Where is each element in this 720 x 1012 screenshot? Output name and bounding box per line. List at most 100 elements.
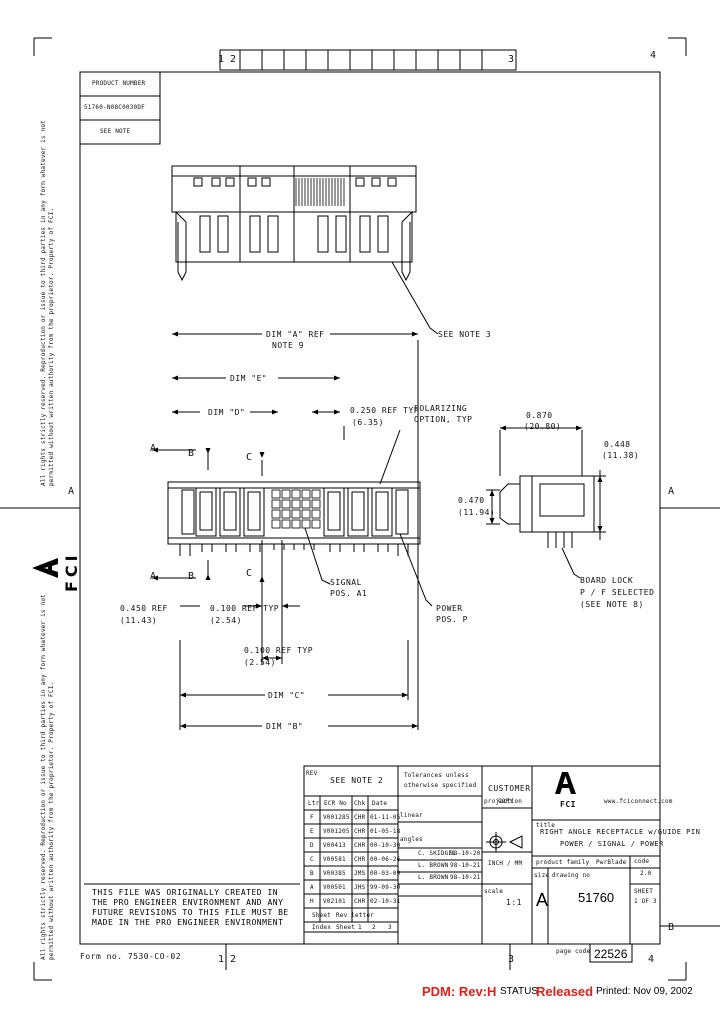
rev-row-ecr: V00385 [323, 870, 346, 877]
rev-n3: 3 [388, 924, 392, 931]
drawing-title-1: RIGHT ANGLE RECEPTACLE w/GUIDE PIN [540, 828, 701, 836]
rev-row-date: 01-11-05 [370, 814, 401, 821]
section-c-bottom: C [246, 568, 253, 579]
title-label: title [536, 822, 556, 829]
zone-top-1: 1 [218, 54, 225, 65]
code-label: code [634, 858, 650, 865]
website: www.fciconnect.com [604, 798, 673, 805]
rev-row-ltr: E [310, 828, 314, 835]
power-label: POWER [436, 604, 463, 613]
tolerance-linear: linear [400, 812, 423, 819]
section-c-top: C [246, 452, 253, 463]
rev-sheet2-label: Sheet [336, 924, 356, 931]
rev-row-chk: CHR [354, 828, 366, 835]
status-value: Released [536, 984, 594, 999]
power-pos: POS. P [436, 615, 468, 624]
zone-top-4: 4 [650, 50, 657, 61]
zone-bottom-3: 3 [508, 954, 515, 965]
code-value: 2.0 [640, 870, 652, 877]
rev-col-date: Date [372, 800, 388, 807]
dim-870-mm: (20.80) [524, 422, 562, 431]
dim-d-label: DIM "D" [208, 408, 246, 417]
tolerance-line2: otherwise specified [404, 782, 477, 789]
zone-top-2: 2 [230, 54, 237, 65]
zone-bottom-1: 1 [218, 954, 225, 965]
dim-100-a-mm: (2.54) [210, 616, 242, 625]
page-code: 22526 [594, 947, 628, 961]
dim-a-note: NOTE 9 [272, 341, 304, 350]
polarizing-option: OPTION, TYP [414, 415, 473, 424]
product-family-label: product family [536, 859, 590, 866]
product-number: 51760-N08C0030DF [84, 104, 145, 111]
dim-b-label: DIM "B" [266, 722, 304, 731]
rev-row-ltr: A [310, 884, 314, 891]
rev-row-ltr: B [310, 870, 314, 877]
rev-row-ecr: V001285 [323, 814, 350, 821]
rev-row-ecr: V00501 [323, 884, 346, 891]
customer-copy: COPY [498, 798, 514, 805]
size-value: A [536, 890, 549, 910]
tolerance-line1: Tolerances unless [404, 772, 469, 779]
dim-450-mm: (11.43) [120, 616, 158, 625]
cad-note: THIS FILE WAS ORIGINALLY CREATED IN THE … [92, 888, 289, 927]
zone-bottom-4: 4 [648, 954, 655, 965]
rev-row-ltr: C [310, 856, 314, 863]
rev-row-chk: CHR [354, 842, 366, 849]
see-note-3: SEE NOTE 3 [438, 330, 492, 339]
rev-row-date: 01-05-18 [370, 828, 401, 835]
scale-value: 1:1 [506, 898, 522, 907]
copyright-note-bottom: All rights strictly reserved. Reproducti… [40, 594, 55, 960]
rev-row-date: 00-03-09 [370, 870, 401, 877]
rev-note: SEE NOTE 2 [330, 776, 384, 785]
product-note: SEE NOTE [100, 128, 131, 135]
drawn-date: 98-10-20 [450, 850, 481, 857]
scale-label: scale [484, 888, 504, 895]
section-a-top: A [150, 443, 157, 454]
pdm-revision: PDM: Rev:H [422, 984, 497, 999]
dim-100-b: 0.100 REF TYP [244, 646, 314, 655]
rev-row-ltr: F [310, 814, 314, 821]
board-lock-1: BOARD LOCK [580, 576, 634, 585]
zone-top-3: 3 [508, 54, 515, 65]
page-code-label: page code [556, 948, 591, 955]
rev-col-chk: Chk [354, 800, 366, 807]
dim-470: 0.470 [458, 496, 485, 505]
product-family: PwrBlade [596, 859, 627, 866]
rev-row-ltr: H [310, 898, 314, 905]
printed-date: Printed: Nov 09, 2002 [596, 986, 693, 997]
approved-date: 98-10-21 [450, 874, 481, 881]
dim-e-label: DIM "E" [230, 374, 268, 383]
rev-row-chk: CHR [354, 898, 366, 905]
zone-side-a-right: A [668, 486, 675, 497]
rev-row-ltr: D [310, 842, 314, 849]
signal-pos: POS. A1 [330, 589, 368, 598]
board-lock-2: P / F SELECTED [580, 588, 655, 597]
rev-n1: 1 [358, 924, 362, 931]
drawn-by: C. SKIDGEL [418, 850, 457, 857]
size-label: size [534, 872, 550, 879]
rev-row-date: 02-10-31 [370, 898, 401, 905]
rev-row-date: 00-06-26 [370, 856, 401, 863]
drawing-number: 51760 [578, 890, 615, 905]
copyright-note-top: All rights strictly reserved. Reproducti… [40, 120, 55, 486]
units: INCH / MM [488, 860, 523, 867]
zone-bottom-2: 2 [230, 954, 237, 965]
rev-row-chk: JMS [354, 870, 366, 877]
fci-logo-text: FCI [560, 800, 576, 809]
section-b-bottom: B [188, 571, 195, 582]
rev-row-ecr: V001205 [323, 828, 350, 835]
rev-row-chk: CHR [354, 814, 366, 821]
form-number: Form no. 7530-CO-02 [80, 952, 182, 961]
zone-side-a-left: A [68, 486, 75, 497]
dim-a-label: DIM "A" REF [266, 330, 325, 339]
sheet-value: 1 OF 3 [634, 898, 657, 905]
rev-letter-label: Rev letter [336, 912, 375, 919]
board-lock-3: (SEE NOTE 8) [580, 600, 644, 609]
rev-index-label: Index [312, 924, 332, 931]
approved-by: L. BROWN [418, 874, 449, 881]
status-label: STATUS [500, 986, 538, 997]
section-a-bottom: A [150, 571, 157, 582]
drawing-no-label: drawing no [552, 872, 591, 879]
signal-label: SIGNAL [330, 578, 362, 587]
